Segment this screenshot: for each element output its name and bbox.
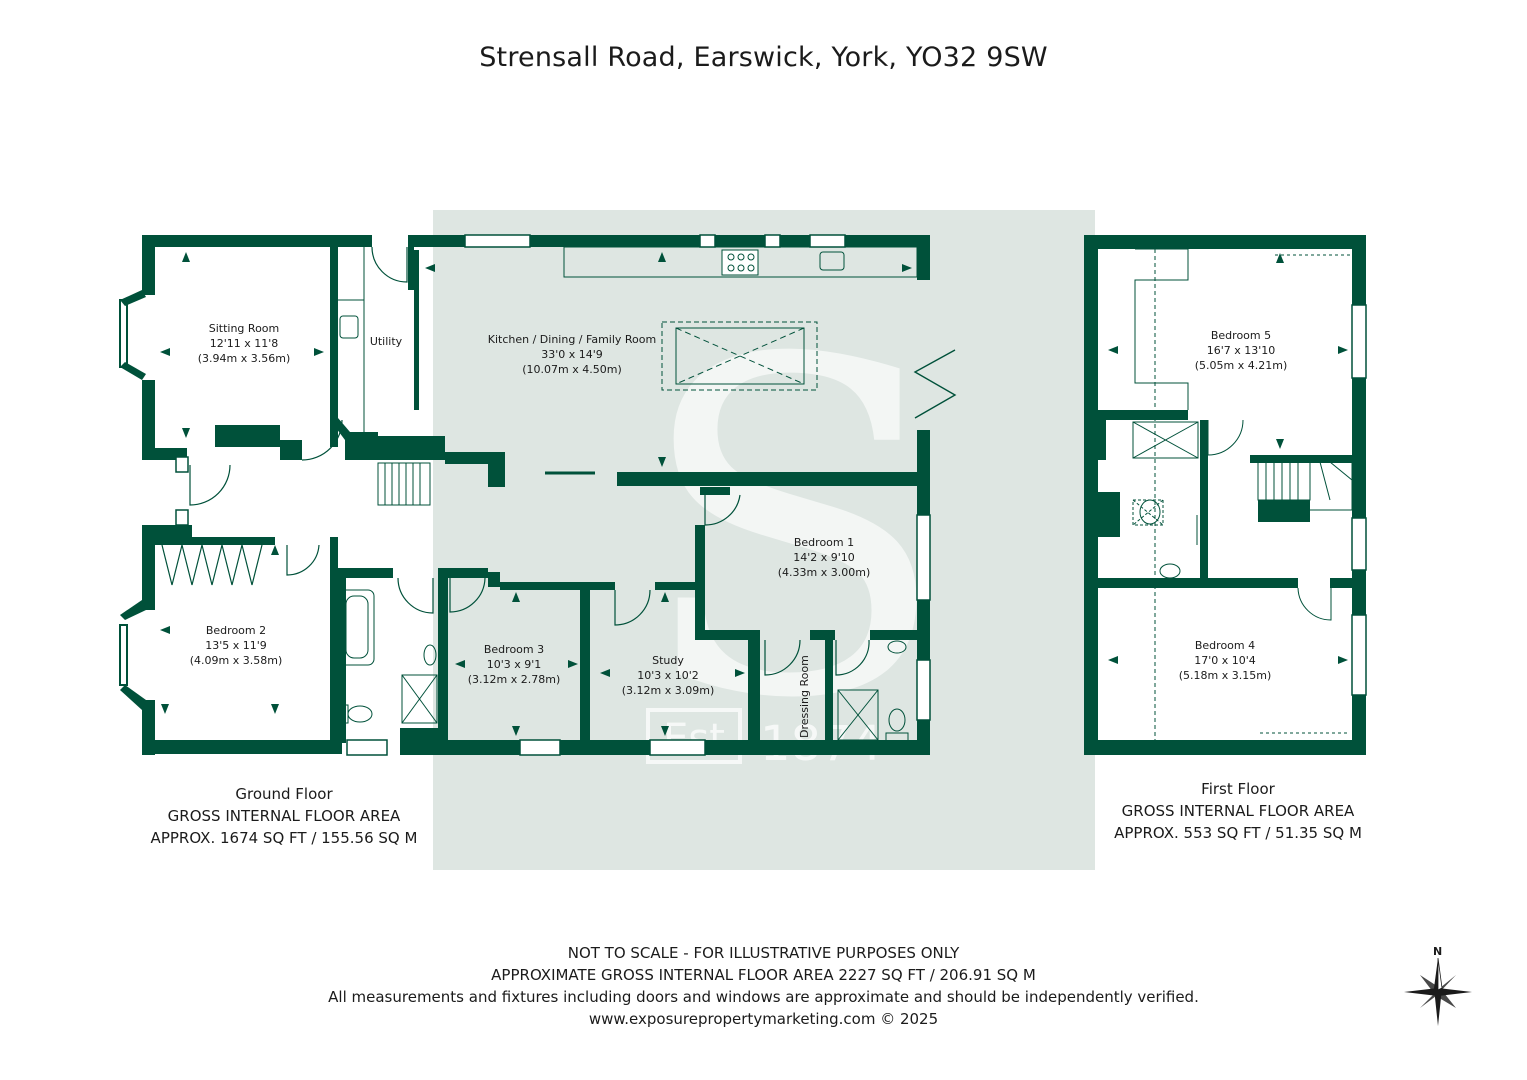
kitchen-fittings [545,246,957,475]
ground-floor-windows [175,234,931,756]
disclaimer-line-2: APPROXIMATE GROSS INTERNAL FLOOR AREA 22… [491,966,1036,984]
door-swings [189,246,870,676]
room-label-bedroom-5: Bedroom 5 16'7 x 13'10 (5.05m x 4.21m) [1194,329,1288,372]
dimension-markers [160,252,1348,736]
disclaimer-line-3: All measurements and fixtures including … [328,988,1199,1006]
ground-floor-area: Ground Floor GROSS INTERNAL FLOOR AREA A… [150,785,418,847]
first-floor-walls [1084,235,1366,755]
room-label-study: Study 10'3 x 10'2 (3.12m x 3.09m) [621,654,715,697]
disclaimer-notes: NOT TO SCALE - FOR ILLUSTRATIVE PURPOSES… [0,942,1527,1030]
room-label-bedroom-2: Bedroom 2 13'5 x 11'9 (4.09m x 3.58m) [189,624,283,667]
watermark-logo: S Est 1874 [635,264,950,799]
room-label-kitchen: Kitchen / Dining / Family Room 33'0 x 14… [487,333,657,376]
compass-rose-icon [1404,957,1472,1026]
first-floor-area: First Floor GROSS INTERNAL FLOOR AREA AP… [1114,780,1362,842]
disclaimer-line-1: NOT TO SCALE - FOR ILLUSTRATIVE PURPOSES… [567,944,960,962]
website-link[interactable]: www.exposurepropertymarketing.com © 2025 [588,1010,939,1028]
watermark-background [433,210,1095,870]
bathroom-fittings [338,247,909,742]
ground-floor-stairs [377,462,431,506]
first-floor-windows [1351,304,1367,696]
room-label-dressing-room: Dressing Room [798,655,811,738]
room-label-bedroom-4: Bedroom 4 17'0 x 10'4 (5.18m x 3.15m) [1178,639,1272,682]
compass-north-label: N [1433,945,1443,958]
ground-floor-walls [119,235,930,755]
wardrobe-doors [161,544,263,586]
room-label-utility: Utility [369,335,403,348]
first-floor-details [1132,248,1353,740]
room-label-sitting-room: Sitting Room 12'11 x 11'8 (3.94m x 3.56m… [197,322,291,365]
room-label-bedroom-3: Bedroom 3 10'3 x 9'1 (3.12m x 2.78m) [467,643,561,686]
room-label-bedroom-1: Bedroom 1 14'2 x 9'10 (4.33m x 3.00m) [777,536,871,579]
page-title: Strensall Road, Earswick, York, YO32 9SW [479,42,1048,73]
